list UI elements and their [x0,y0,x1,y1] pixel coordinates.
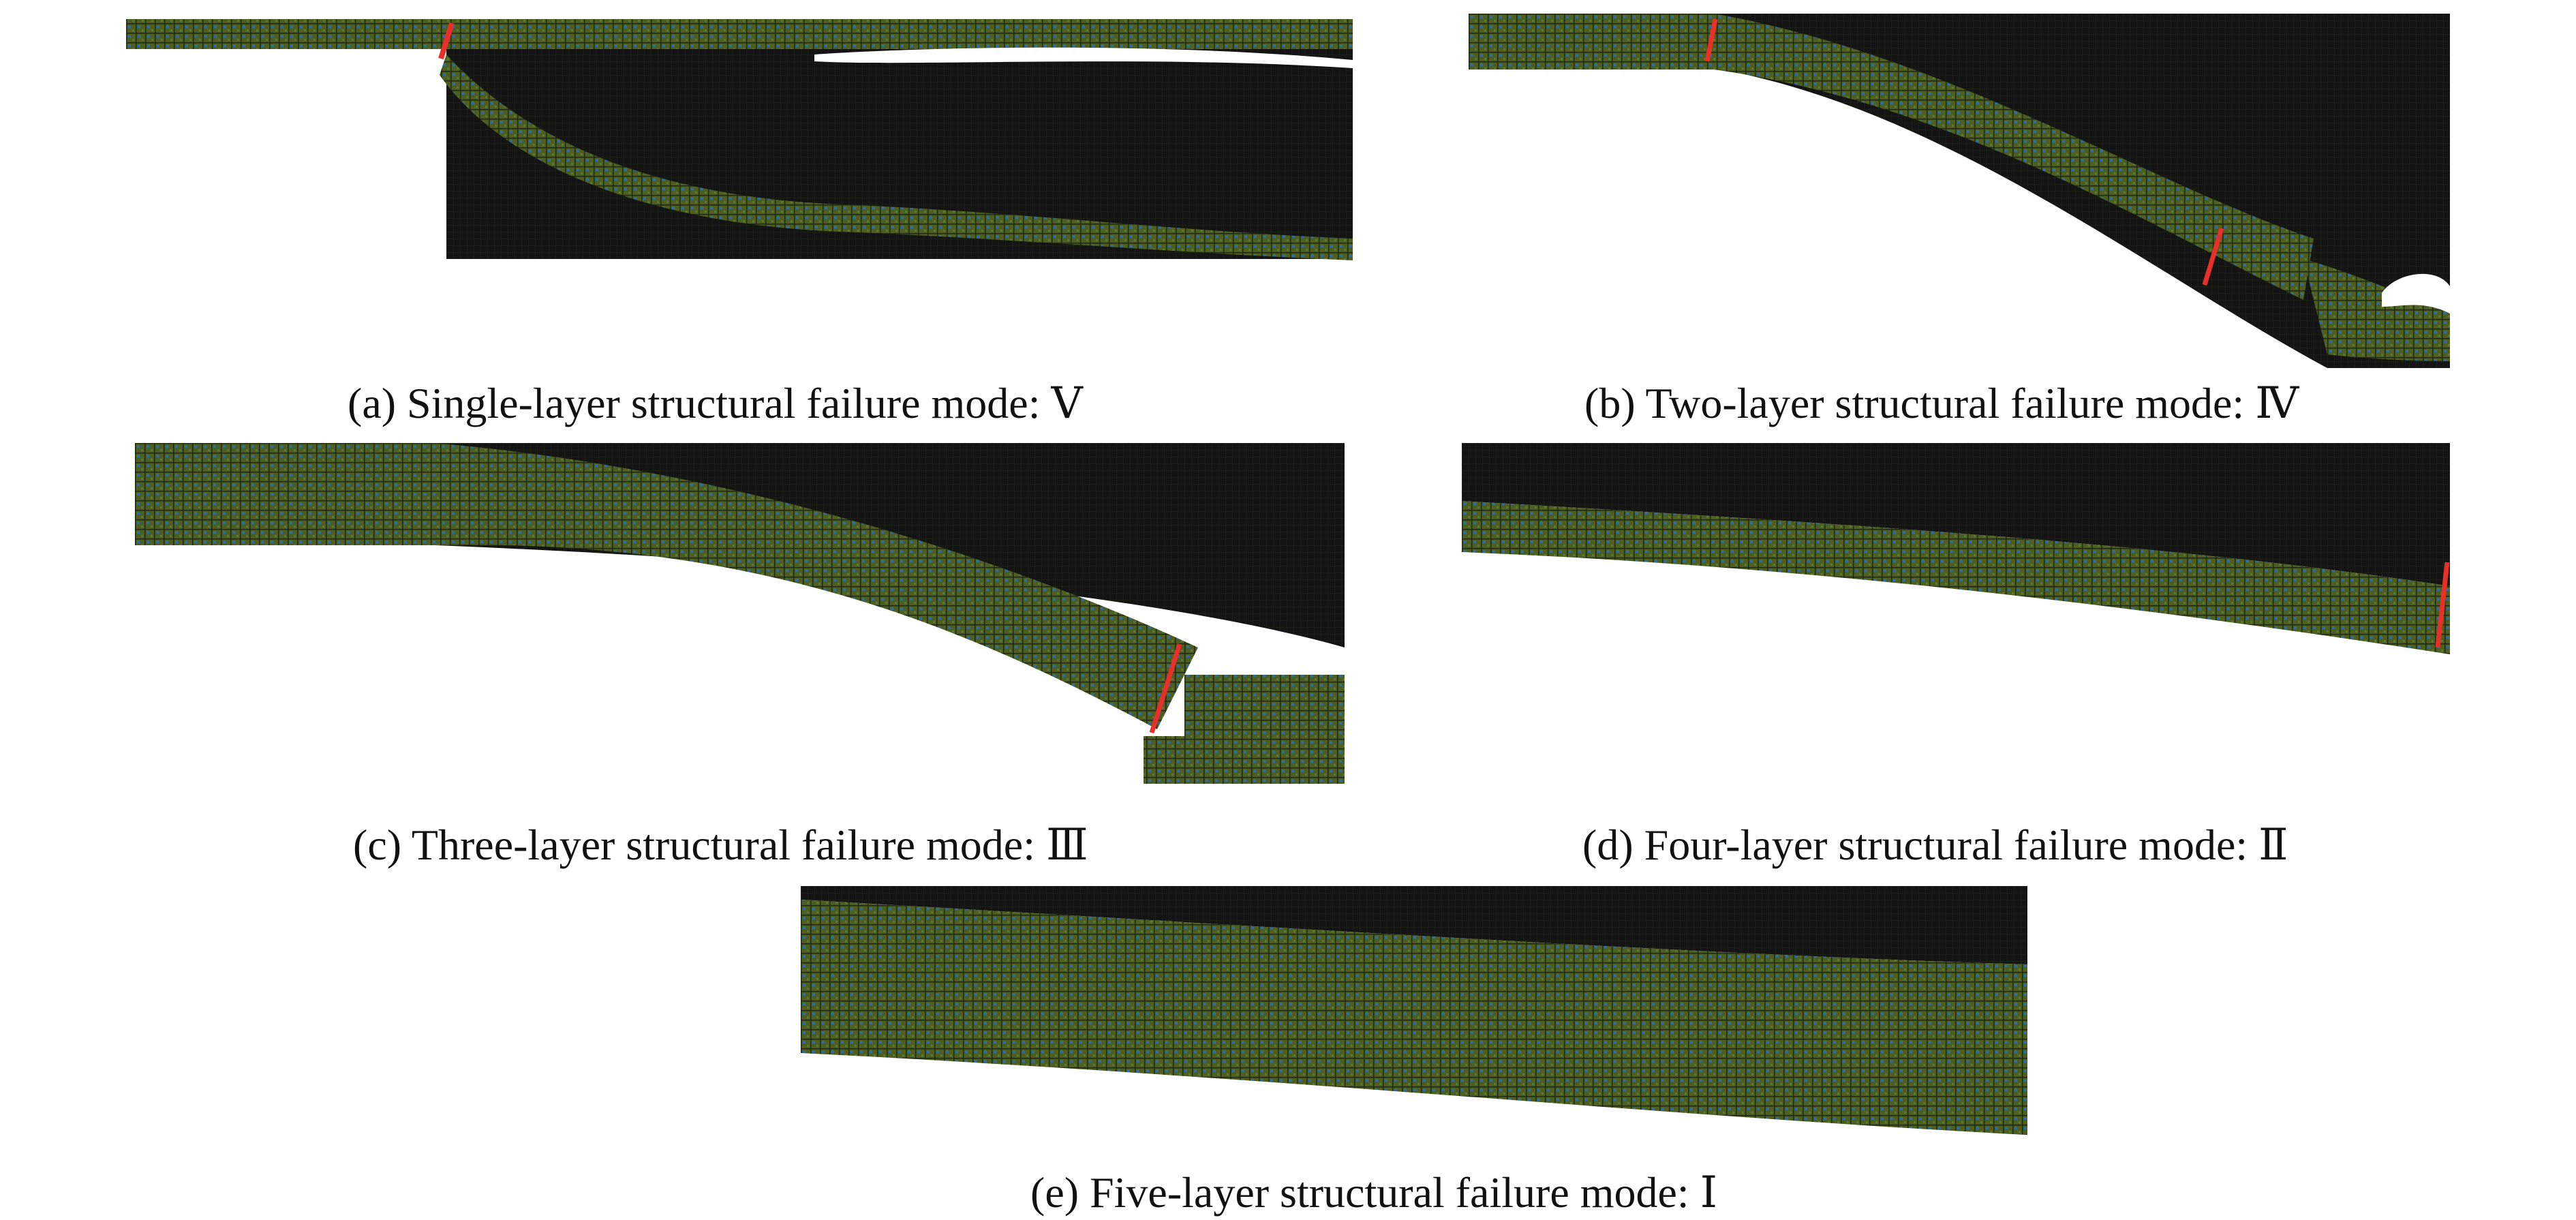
fracture-line-lower [2202,227,2224,286]
fracture-line [2435,562,2450,648]
bent-layers [801,900,2027,1135]
bent-layers-lower [1462,443,2450,654]
panel-a [126,14,1353,266]
cavity [2382,273,2450,314]
panel-b-simulation-image [1469,14,2450,368]
fracture-line [1149,643,1182,734]
fracture-line-upper [1704,18,1718,62]
bent-bottom-layer [440,55,1353,260]
caption-c: (c) Three-layer structural failure mode:… [353,821,1088,869]
caption-a: (a) Single-layer structural failure mode… [348,379,1083,427]
failed-inner-region [801,886,2027,964]
panel-c-simulation-image [135,443,1345,784]
panel-b [1469,14,2450,368]
top-layer-right [446,19,1353,49]
caption-d: (d) Four-layer structural failure mode: … [1582,821,2288,869]
panel-e-simulation-image [801,886,2027,1135]
panel-e [801,886,2027,1138]
panel-c [135,443,1345,784]
bent-layers [1469,14,2314,300]
panel-a-simulation-image [126,19,1353,260]
bent-layers [135,443,1198,729]
failed-inner-region [1462,443,2450,586]
caption-e: (e) Five-layer structural failure mode: … [1030,1168,1717,1217]
panel-d-simulation-image [1462,443,2450,654]
broken-block [1184,675,1345,784]
panel-d [1462,443,2450,661]
broken-fragment [1144,736,1191,784]
delamination-gap [814,47,1353,68]
caption-b: (b) Two-layer structural failure mode: Ⅳ [1584,379,2299,427]
broken-segment [2303,259,2450,361]
top-layer-left [126,19,446,49]
fracture-line [438,22,455,60]
